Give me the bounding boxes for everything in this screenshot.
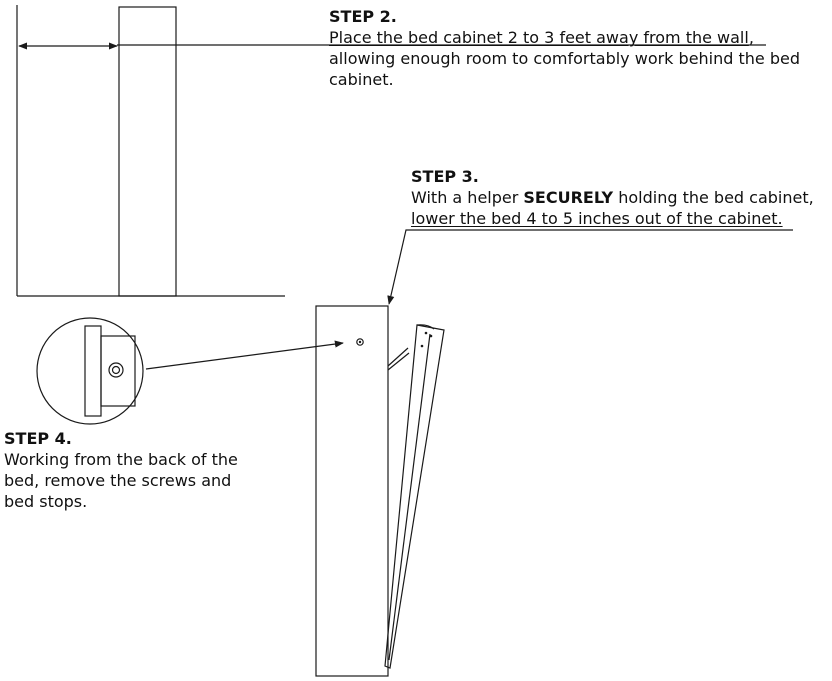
bed-hinge-hole xyxy=(424,331,428,335)
screw-detail-inner xyxy=(111,365,121,375)
step2-instruction: STEP 2. Place the bed cabinet 2 to 3 fee… xyxy=(329,6,809,90)
step3-body-bold: SECURELY xyxy=(523,188,614,207)
screw-detail-outer xyxy=(108,362,124,378)
bed-cabinet-front-view xyxy=(315,305,389,677)
bed-hinge-hole xyxy=(429,334,433,338)
step4-instruction: STEP 4. Working from the back of the bed… xyxy=(4,428,264,512)
cabinet-side-view xyxy=(118,6,177,297)
step2-body-rest: allowing enough room to comfortably work… xyxy=(329,49,800,89)
step2-body-underlined: Place the bed cabinet 2 to 3 feet away f… xyxy=(329,28,749,47)
step4-title: STEP 4. xyxy=(4,429,72,448)
step3-body-underlined: lower the bed 4 to 5 inches out of the c… xyxy=(411,209,783,228)
bed-panel-inner-edge xyxy=(388,333,431,661)
step4-leader-line xyxy=(145,340,344,370)
step2-body-comma: , xyxy=(748,28,754,47)
step2-title: STEP 2. xyxy=(329,7,397,26)
bed-stop-detail xyxy=(84,325,102,417)
bed-support-strut xyxy=(387,352,410,371)
step3-body-pre: With a helper xyxy=(411,188,524,207)
step3-instruction: STEP 3. With a helper SECURELY holding t… xyxy=(411,166,832,229)
lowered-bed-panel xyxy=(384,324,445,669)
bed-hinge-hole xyxy=(420,344,424,348)
screw-icon-center xyxy=(358,340,362,344)
bed-stop-plate-detail xyxy=(100,335,136,407)
step3-body-post: holding the bed cabinet, xyxy=(613,188,814,207)
detail-magnifier-circle xyxy=(36,317,144,425)
step3-body: With a helper SECURELY holding the bed c… xyxy=(411,187,832,229)
step3-leader-line xyxy=(387,229,793,305)
bed-panel-top-cap xyxy=(416,324,435,330)
bed-support-strut xyxy=(387,347,409,367)
step3-title: STEP 3. xyxy=(411,167,479,186)
step2-body: Place the bed cabinet 2 to 3 feet away f… xyxy=(329,27,809,90)
step4-body: Working from the back of the bed, remove… xyxy=(4,450,238,511)
